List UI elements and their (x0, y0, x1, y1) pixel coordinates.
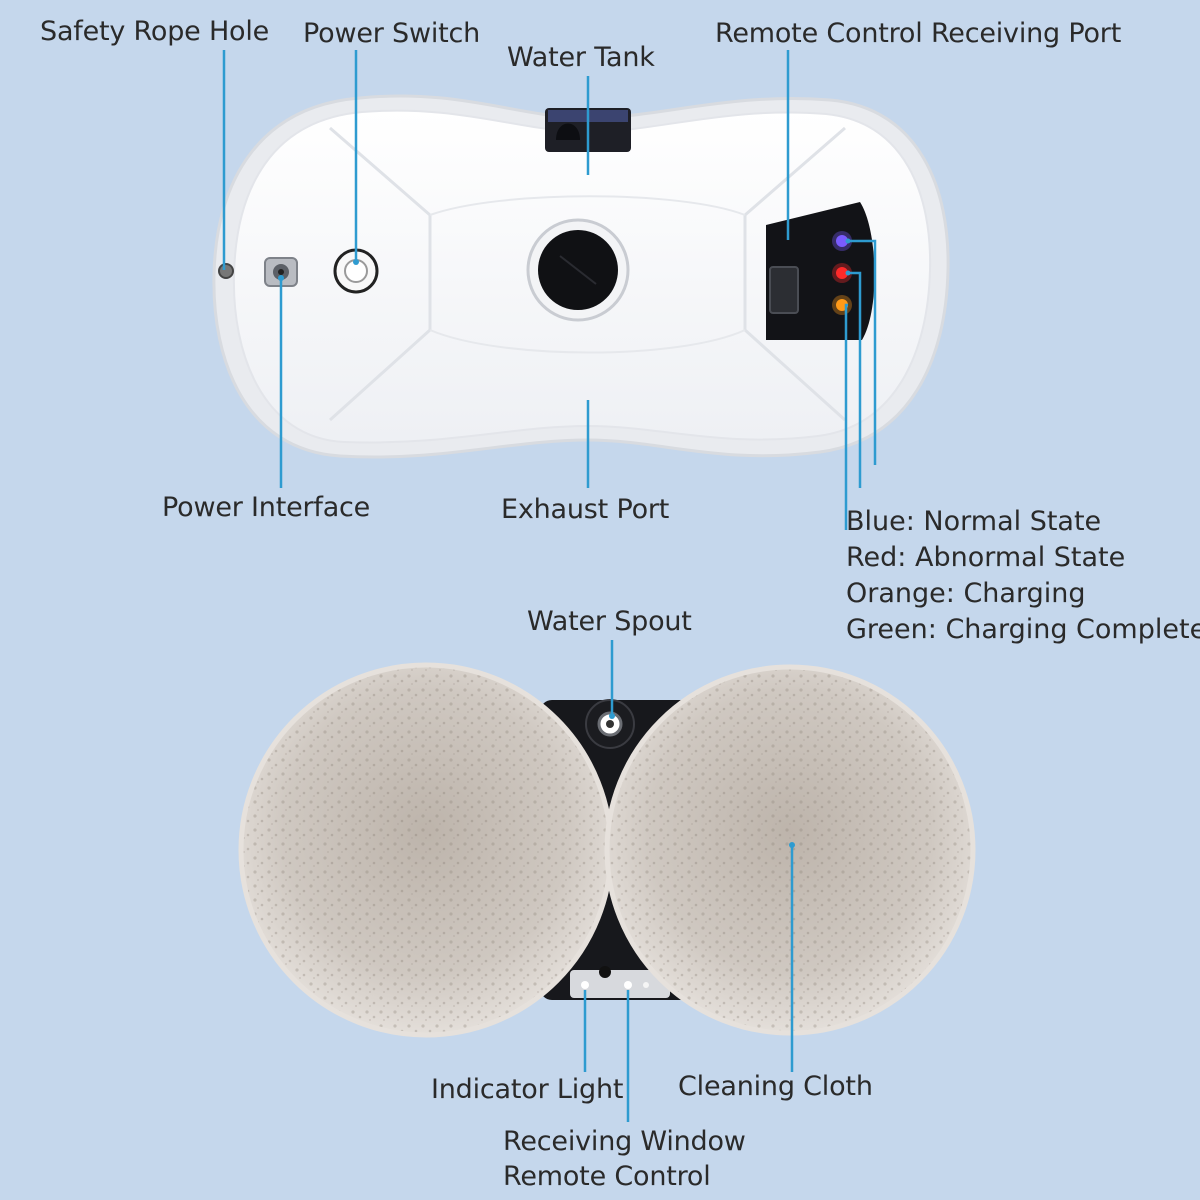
legend-item-red: Red: Abnormal State (846, 542, 1126, 573)
label-indicator-light: Indicator Light (431, 1074, 624, 1105)
label-exhaust-port: Exhaust Port (501, 494, 670, 525)
cleaning-cloth-right (604, 664, 976, 1036)
robot-top-view (212, 94, 950, 459)
power-switch-button (333, 248, 379, 294)
exhaust-fan (526, 218, 630, 322)
safety-rope-hole (218, 263, 234, 279)
water-spout-nozzle (585, 699, 635, 749)
robot-bottom-view (238, 662, 976, 1038)
indicator-panel (766, 202, 875, 340)
legend-item-green: Green: Charging Complete (846, 614, 1200, 645)
legend-item-blue: Blue: Normal State (846, 506, 1102, 537)
label-safety-rope-hole: Safety Rope Hole (40, 16, 270, 47)
cleaning-cloth-left (238, 662, 614, 1038)
label-water-spout: Water Spout (527, 606, 692, 637)
label-water-tank: Water Tank (507, 42, 655, 73)
label-receiving-window: Receiving Window (503, 1126, 746, 1157)
label-remote-control: Remote Control (503, 1161, 711, 1192)
label-cleaning-cloth: Cleaning Cloth (678, 1071, 873, 1102)
leader-lines-top (222, 50, 877, 530)
legend-item-orange: Orange: Charging (846, 578, 1086, 609)
label-power-interface: Power Interface (162, 492, 371, 523)
label-power-switch: Power Switch (303, 18, 481, 49)
label-remote-port: Remote Control Receiving Port (715, 18, 1122, 49)
leader-lines-bottom (583, 640, 794, 1122)
